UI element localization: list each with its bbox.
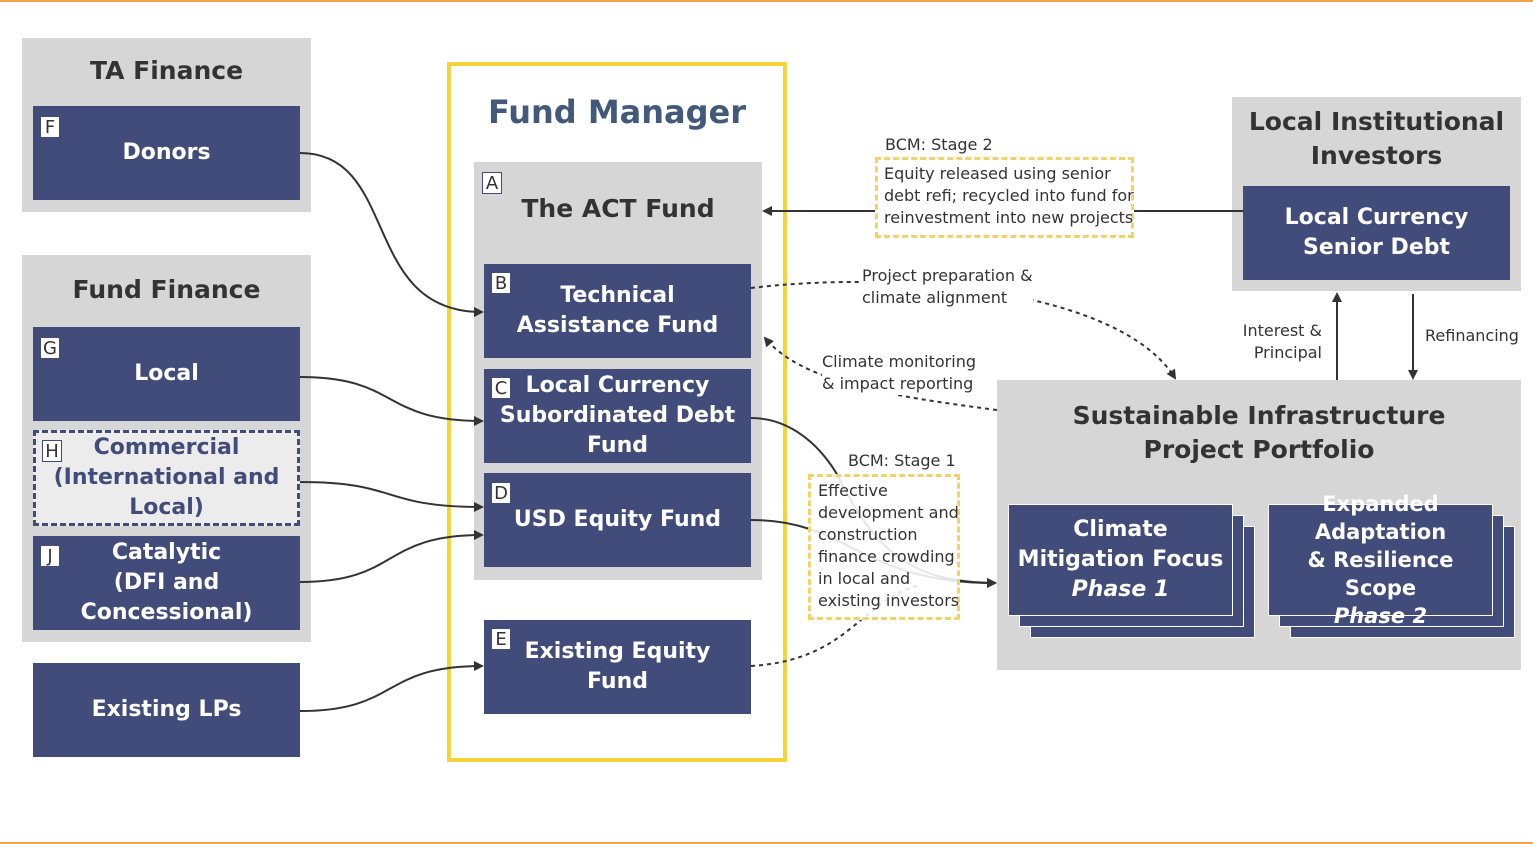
bcm1-line-2: development and <box>818 503 959 522</box>
tag-e: E <box>491 628 511 650</box>
phase2-card: Expanded Adaptation & Resilience Scope P… <box>1268 492 1493 628</box>
bcm2-label: BCM: Stage 2 <box>885 135 993 154</box>
commercial-line-1: Commercial <box>93 435 240 460</box>
senior-debt-line-1: Local Currency <box>1284 205 1469 230</box>
climate-monitoring-line-1: Climate monitoring <box>822 352 976 371</box>
interest-line-1: Interest & <box>1242 321 1322 340</box>
catalytic-box: Catalytic (DFI and Concessional) <box>33 536 300 630</box>
phase2-line-3: Phase 2 <box>1333 604 1428 628</box>
climate-monitoring-label: Climate monitoring & impact reporting <box>822 351 976 395</box>
tag-d: D <box>491 482 511 504</box>
ta-fund-box: Technical Assistance Fund <box>484 264 751 358</box>
local-investors-title-2: Investors <box>1310 141 1443 170</box>
interest-line-2: Principal <box>1253 343 1322 362</box>
commercial-line-2: (International and Local) <box>53 465 280 520</box>
tag-g: G <box>40 337 60 359</box>
usd-equity-fund-label: USD Equity Fund <box>513 507 722 532</box>
tag-b: B <box>491 272 511 294</box>
existing-lps-box: Existing LPs <box>33 663 300 757</box>
senior-debt-line-2: Senior Debt <box>1302 235 1451 260</box>
usd-equity-fund-box: USD Equity Fund <box>484 473 751 567</box>
bcm1-line-1: Effective <box>818 481 888 500</box>
tag-f: F <box>40 116 60 138</box>
local-investors-title: Local Institutional Investors <box>1232 105 1521 173</box>
interest-principal-label: Interest & Principal <box>1230 320 1322 364</box>
project-prep-line-1: Project preparation & <box>862 266 1033 285</box>
bcm2-line-1: Equity released using senior <box>884 164 1111 183</box>
project-prep-label: Project preparation & climate alignment <box>862 265 1033 309</box>
portfolio-title-2: Project Portfolio <box>1143 435 1375 464</box>
project-prep-line-2: climate alignment <box>862 288 1008 307</box>
existing-equity-fund-box: Existing Equity Fund <box>484 620 751 714</box>
existing-lps-label: Existing LPs <box>91 697 242 722</box>
phase1-card: Climate Mitigation Focus Phase 1 <box>1008 504 1233 616</box>
arrow-local-to-subdebt <box>299 376 484 426</box>
arrow-lps-to-existing <box>299 661 484 712</box>
refinancing-label: Refinancing <box>1425 326 1519 345</box>
tag-c: C <box>491 377 511 399</box>
donors-label: Donors <box>122 140 211 165</box>
subdebt-fund-line-2: Subordinated Debt Fund <box>499 403 736 458</box>
bcm1-label: BCM: Stage 1 <box>848 451 956 470</box>
bcm1-line-3: construction <box>818 525 918 544</box>
top-rule <box>0 0 1533 2</box>
phase1-line-3: Phase 1 <box>1071 577 1170 602</box>
fund-manager-frame <box>447 62 787 762</box>
bcm1-line-5: in local and <box>818 569 911 588</box>
subdebt-fund-line-1: Local Currency <box>525 373 710 398</box>
bcm1-text: Effective development and construction f… <box>818 480 959 612</box>
donors-box: Donors <box>33 106 300 200</box>
bcm2-line-3: reinvestment into new projects <box>884 208 1134 227</box>
local-label: Local <box>134 361 199 386</box>
arrow-portfolio-to-ta <box>763 336 998 411</box>
tag-h: H <box>42 440 62 462</box>
catalytic-line-1: Catalytic <box>111 540 222 565</box>
bottom-rule <box>0 842 1533 844</box>
portfolio-title: Sustainable Infrastructure Project Portf… <box>982 399 1533 467</box>
phase1-line-1: Climate <box>1073 517 1168 542</box>
phase1-line-2: Mitigation Focus <box>1017 547 1224 572</box>
arrow-commercial-to-usd <box>299 481 484 512</box>
commercial-box: Commercial (International and Local) <box>33 430 300 526</box>
tag-j: J <box>40 545 60 567</box>
fund-finance-title: Fund Finance <box>72 275 261 304</box>
fund-manager-title: Fund Manager <box>487 93 747 131</box>
ta-fund-line-1: Technical <box>560 283 675 308</box>
portfolio-title-1: Sustainable Infrastructure <box>1072 401 1446 430</box>
local-box: Local <box>33 327 300 421</box>
bcm1-line-6: existing investors <box>818 591 960 610</box>
phase2-line-1: Expanded Adaptation <box>1314 492 1447 544</box>
tag-a: A <box>482 172 502 194</box>
climate-monitoring-line-2: & impact reporting <box>822 374 974 393</box>
bcm2-box <box>875 157 1134 238</box>
arrow-donors-to-ta <box>299 152 484 317</box>
bcm1-box <box>808 474 960 620</box>
existing-equity-line-1: Existing Equity <box>524 639 711 664</box>
local-investors-title-1: Local Institutional <box>1248 107 1505 136</box>
act-fund-title: The ACT Fund <box>521 194 715 223</box>
bcm1-line-4: finance crowding <box>818 547 955 566</box>
ta-fund-line-2: Assistance Fund <box>516 313 719 338</box>
arrow-catalytic-to-usd <box>299 530 484 583</box>
subdebt-fund-box: Local Currency Subordinated Debt Fund <box>484 369 751 463</box>
bcm2-line-2: debt refi; recycled into fund for <box>884 186 1134 205</box>
ta-finance-title: TA Finance <box>89 56 244 85</box>
bcm2-text: Equity released using senior debt refi; … <box>884 163 1134 229</box>
existing-equity-line-2: Fund <box>586 669 648 694</box>
catalytic-line-2: (DFI and Concessional) <box>80 570 253 625</box>
senior-debt-box: Local Currency Senior Debt <box>1243 186 1510 280</box>
phase2-line-2: & Resilience Scope <box>1307 548 1454 600</box>
